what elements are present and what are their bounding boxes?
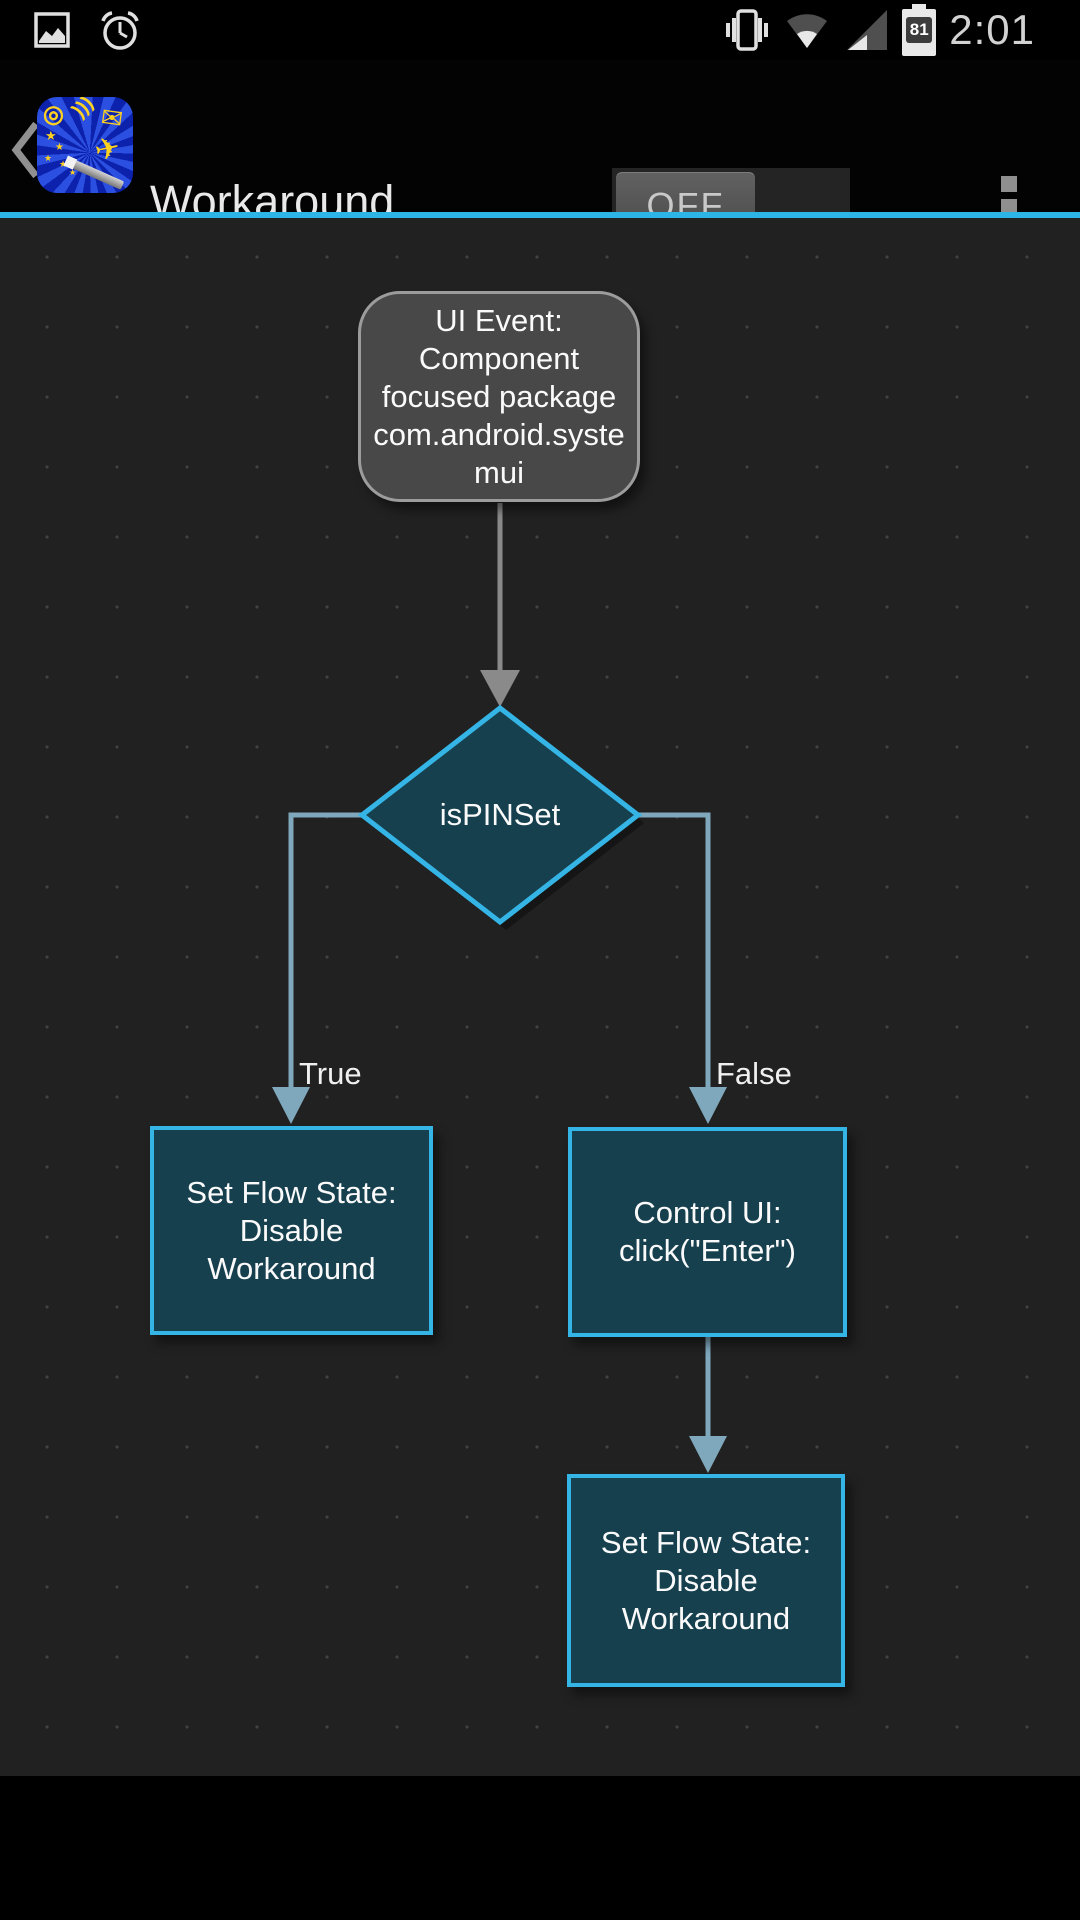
nav-bar (0, 1776, 1080, 1920)
star-glyph-icon: ★ (69, 168, 77, 177)
node-line: click("Enter") (618, 1233, 797, 1268)
status-bar-left (0, 8, 143, 52)
accent-divider (0, 212, 1080, 218)
edge-label-true: True (299, 1056, 362, 1091)
node-action-true[interactable]: Set Flow State: Disable Workaround (150, 1126, 433, 1335)
back-chevron-icon[interactable] (8, 120, 42, 180)
edge-label-false: False (716, 1056, 792, 1091)
alarm-icon (101, 11, 139, 50)
node-line: com.android.syste (373, 416, 625, 452)
status-bar: 81 2:01 (0, 0, 1080, 60)
node-line: Set Flow State: (600, 1524, 812, 1560)
node-line: Set Flow State: (186, 1174, 397, 1210)
battery-icon: 81 (902, 4, 937, 56)
app-icon: ◎ ))) ✉ ✈ ★ ★ ★ ★ ★ (37, 97, 133, 193)
node-action-final[interactable]: Set Flow State: Disable Workaround (567, 1474, 845, 1687)
wifi-icon (787, 14, 828, 48)
app-bar: ◎ ))) ✉ ✈ ★ ★ ★ ★ ★ Workaround OFF (0, 60, 1080, 242)
overflow-dot (1001, 199, 1017, 215)
star-glyph-icon: ★ (45, 128, 57, 143)
node-line: focused package (381, 378, 617, 414)
node-line: Control UI: (633, 1195, 782, 1230)
mail-glyph-icon: ✉ (99, 101, 125, 135)
wifi-glyph-icon: ))) (68, 97, 98, 122)
node-line: Disable (239, 1212, 344, 1248)
clock-text: 2:01 (949, 6, 1035, 53)
location-glyph-icon: ◎ (43, 101, 64, 128)
node-action-false[interactable]: Control UI: click("Enter") (568, 1127, 847, 1337)
node-decision-label: isPINSet (439, 797, 561, 832)
node-line: Workaround (621, 1600, 791, 1636)
node-line: Disable (654, 1562, 758, 1598)
node-line: UI Event: (435, 302, 563, 338)
plane-glyph-icon: ✈ (91, 130, 124, 169)
node-line: mui (474, 454, 524, 490)
battery-percent: 81 (906, 17, 933, 43)
gallery-icon (34, 12, 70, 48)
signal-icon (847, 10, 888, 50)
node-line: Workaround (207, 1250, 376, 1286)
node-start[interactable]: UI Event: Component focused package com.… (358, 291, 640, 502)
overflow-dot (1001, 176, 1017, 192)
node-line: Component (418, 340, 580, 376)
star-glyph-icon: ★ (44, 153, 53, 163)
star-glyph-icon: ★ (55, 142, 64, 153)
vibrate-icon (726, 9, 769, 51)
battery-tip (912, 4, 927, 9)
status-bar-right: 81 2:01 (723, 3, 1080, 57)
